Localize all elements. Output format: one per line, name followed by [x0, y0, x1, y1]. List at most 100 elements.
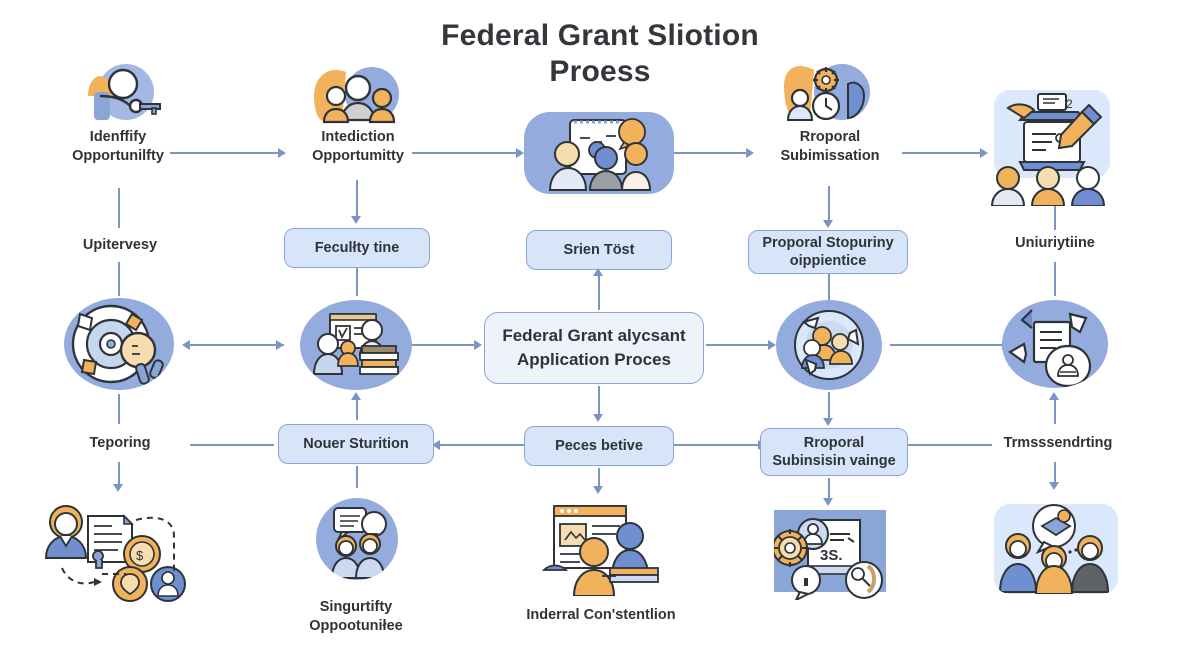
connector-top-2-3 — [412, 152, 516, 154]
chip-upper-col3-text: Srien Töst — [563, 242, 635, 258]
connector-low-3-4 — [674, 444, 758, 446]
connector-top-4-5 — [902, 152, 980, 154]
top-node-4-label: Rroporal Subimissation — [740, 128, 920, 166]
arrowhead-col3-low — [593, 414, 603, 422]
top-node-1-label: Idenffify Opportunilfty — [28, 128, 208, 166]
connector-mid-4-5 — [890, 344, 1002, 346]
gear-settings-doc-icon: 3S. — [774, 508, 894, 600]
arrowhead-col3-up — [593, 268, 603, 276]
connector-top-3-4 — [660, 152, 746, 154]
gears-clock-team-icon — [776, 64, 882, 126]
connector-v-col5-mid — [1054, 262, 1056, 296]
chip-lower-col1: Teporing — [40, 434, 200, 453]
person-with-key-icon — [68, 62, 168, 124]
connector-v-bottom-col5 — [1054, 462, 1056, 484]
connector-low-3-2 — [440, 444, 524, 446]
connector-low-2-1 — [190, 444, 274, 446]
connector-top-1-2 — [170, 152, 278, 154]
arrowhead-col4-top — [823, 220, 833, 228]
page-title-line-2: Proess — [549, 55, 651, 88]
connector-v-col1-top — [118, 188, 120, 228]
chip-upper-col3[interactable]: Srien Töst — [526, 230, 672, 270]
top-node-5-label: Uniuriytiine — [980, 234, 1130, 253]
chip-upper-col4-line2: oippientice — [789, 253, 867, 269]
doc-value-text: 3S. — [820, 547, 843, 564]
svg-text:2: 2 — [1066, 97, 1073, 111]
document-refresh-shield-icon — [1002, 300, 1108, 388]
top-node-2-label: Intediction Opportumitty — [268, 128, 448, 166]
presentation-audience-icon — [986, 166, 1118, 206]
arrowhead-col2-top — [351, 216, 361, 224]
connector-v-col4-top — [828, 186, 830, 222]
top-node-2-label-line2: Opportumitty — [312, 148, 404, 164]
chip-lower-col5-text: Trmsssendrting — [1003, 435, 1113, 451]
chip-lower-col2[interactable]: Nouer Sturition — [278, 424, 434, 464]
target-magnifier-icon — [64, 298, 174, 390]
chip-lower-col3[interactable]: Peces betive — [524, 426, 674, 466]
chip-upper-col1: Upitervesy — [40, 236, 200, 255]
top-node-4-label-line2: Subimissation — [780, 148, 880, 164]
chip-lower-col2-text: Nouer Sturition — [303, 436, 409, 452]
page-title-line-1: Federal Grant Sliotion — [441, 19, 759, 52]
connector-low-4-5 — [908, 444, 992, 446]
bottom-node-3-label: Inderral Con'stentlion — [488, 606, 714, 625]
arrowhead-col5-low — [1049, 392, 1059, 400]
top-node-5-label-line1: Uniuriytiine — [1015, 235, 1095, 251]
bottom-node-3-label-line1: Inderral Con'stentlion — [526, 607, 676, 623]
arrowhead-bottom-col5 — [1049, 482, 1059, 490]
connector-v-col4-low — [828, 392, 830, 420]
bottom-node-2-label-line1: Singurtifty — [319, 599, 393, 615]
chip-lower-col5: Trmsssendrting — [978, 434, 1138, 453]
arrowhead-bottom-col3 — [593, 486, 603, 494]
arrowhead-mid-1-2 — [276, 340, 284, 350]
team-idea-icon — [994, 504, 1118, 594]
arrowhead-top-2-3 — [516, 148, 524, 158]
presentation-pencil-team-icon: 2 — [994, 90, 1110, 178]
arrowhead-mid-center-4 — [768, 340, 776, 350]
top-node-1-label-line2: Opportunilfty — [72, 148, 164, 164]
connector-v-col4-mid — [828, 274, 830, 300]
arrowhead-mid-2-center — [474, 340, 482, 350]
page-title: Federal Grant Sliotion Proess — [0, 18, 1200, 90]
connector-v-col5-top — [1054, 206, 1056, 230]
chip-lower-col4[interactable]: Rroporal Subinsisin vainge — [760, 428, 908, 476]
top-node-1-label-line1: Idenffify — [89, 129, 147, 145]
classroom-books-icon — [300, 300, 412, 390]
arrowhead-top-4-5 — [980, 148, 988, 158]
connector-v-col2-mid — [356, 268, 358, 296]
center-process-line1: Federal Grant alycsant — [502, 326, 686, 345]
center-process-line2: Application Proces — [517, 350, 671, 369]
connector-v-col2-top — [356, 180, 358, 218]
connector-v-bottom-col4 — [828, 478, 830, 500]
arrowhead-bottom-col1 — [113, 484, 123, 492]
connector-v-col2-low — [356, 396, 358, 420]
chip-upper-col4[interactable]: Proporal Stopuriny oippientice — [748, 230, 908, 274]
arrowhead-top-1-2 — [278, 148, 286, 158]
chip-upper-col1-text: Upitervesy — [82, 237, 158, 253]
arrowhead-top-3-4 — [746, 148, 754, 158]
connector-v-bottom-col1 — [118, 462, 120, 486]
svg-text:$: $ — [136, 548, 144, 563]
connector-v-col5-low — [1054, 396, 1056, 424]
connector-mid-center-4 — [706, 344, 768, 346]
team-whiteboard-icon — [524, 112, 674, 194]
connector-v-col1-low — [118, 394, 120, 424]
people-group-icon — [306, 66, 410, 124]
connector-v-col3-up — [598, 272, 600, 310]
connector-v-col1-mid — [118, 262, 120, 296]
chip-upper-col4-line1: Proporal Stopuriny — [762, 235, 894, 251]
chip-lower-col4-line1: Rroporal — [803, 435, 865, 451]
chip-upper-col2[interactable]: Feculłty tine — [284, 228, 430, 268]
connector-v-bottom-col2 — [356, 466, 358, 488]
chip-lower-col4-line2: Subinsisin vainge — [772, 453, 896, 469]
chip-lower-col3-text: Peces betive — [555, 438, 643, 454]
bottom-node-2-label-line2: Oppootuniłee — [309, 618, 403, 634]
contract-signing-icon: $ — [32, 496, 210, 602]
center-process-box[interactable]: Federal Grant alycsant Application Proce… — [484, 312, 704, 384]
arrowhead-col4-low — [823, 418, 833, 426]
arrowhead-col2-low — [351, 392, 361, 400]
connector-v-bottom-col3 — [598, 468, 600, 488]
chat-people-icon — [316, 498, 398, 580]
arrowhead-mid-2-1 — [182, 340, 190, 350]
